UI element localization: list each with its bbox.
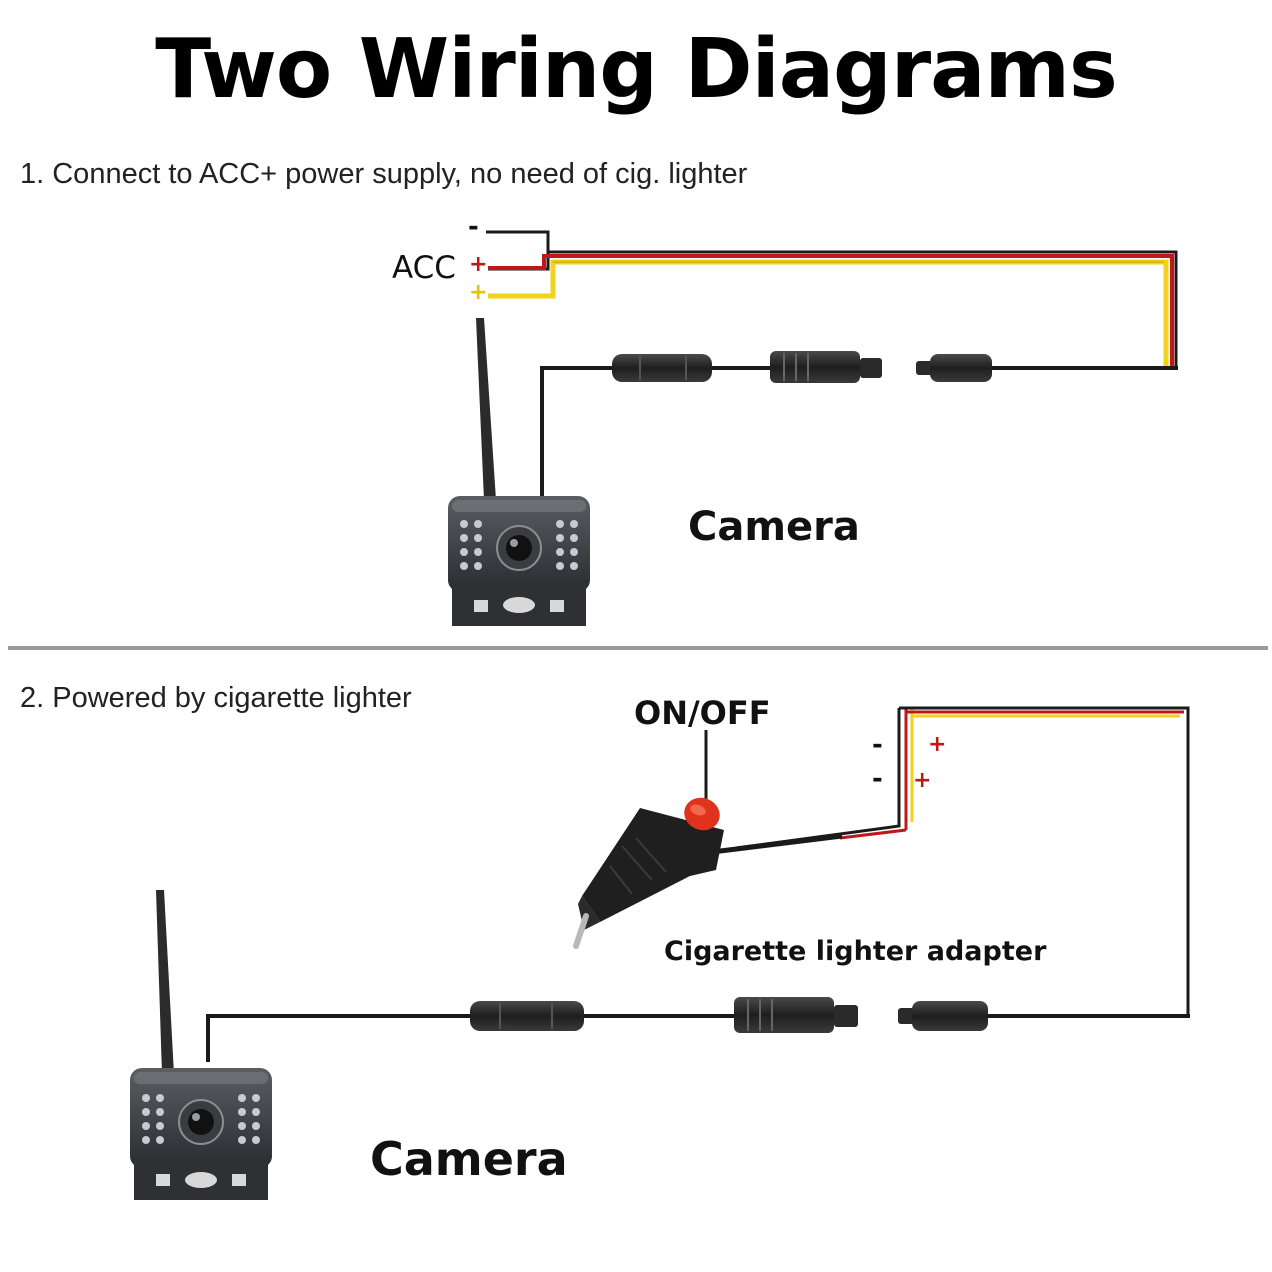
acc-plus-sign-yellow: + bbox=[469, 280, 488, 305]
adapter-label: Cigarette lighter adapter bbox=[664, 936, 1047, 967]
acc-minus-sign: - bbox=[468, 212, 479, 242]
terminal-plus-sign-1: + bbox=[928, 732, 947, 757]
diagram-2 bbox=[130, 706, 1190, 1200]
extension-connector-1 bbox=[612, 354, 712, 382]
antenna-2 bbox=[156, 890, 174, 1074]
section-divider bbox=[8, 646, 1268, 650]
plug-connector-2b bbox=[898, 1001, 988, 1031]
power-wire-bundle bbox=[711, 706, 1190, 1016]
acc-label: ACC bbox=[392, 250, 456, 286]
camera-cable-1 bbox=[540, 366, 1178, 496]
plug-connector-1b bbox=[916, 354, 992, 382]
diagram-1 bbox=[448, 230, 1178, 626]
page-title: Two Wiring Diagrams bbox=[155, 22, 1118, 117]
camera-label-1: Camera bbox=[688, 504, 860, 550]
terminal-minus-sign-1: - bbox=[872, 730, 883, 760]
antenna-1 bbox=[476, 318, 496, 500]
plug-connector-2a bbox=[734, 997, 858, 1033]
switch-label: ON/OFF bbox=[634, 694, 771, 732]
section1-heading: 1. Connect to ACC+ power supply, no need… bbox=[20, 158, 748, 190]
extension-connector-2 bbox=[470, 1001, 584, 1031]
acc-plus-sign-red: + bbox=[469, 252, 488, 277]
plug-connector-1a bbox=[770, 351, 882, 383]
acc-wire-bundle bbox=[486, 230, 1178, 368]
camera-cable-2 bbox=[206, 1014, 1190, 1062]
cigarette-lighter-adapter bbox=[573, 797, 724, 949]
camera-1 bbox=[448, 496, 590, 626]
terminal-minus-sign-2: - bbox=[872, 764, 883, 794]
section2-heading: 2. Powered by cigarette lighter bbox=[20, 682, 412, 714]
camera-2 bbox=[130, 1068, 272, 1200]
terminal-plus-sign-2: + bbox=[913, 768, 932, 793]
camera-label-2: Camera bbox=[370, 1132, 568, 1186]
